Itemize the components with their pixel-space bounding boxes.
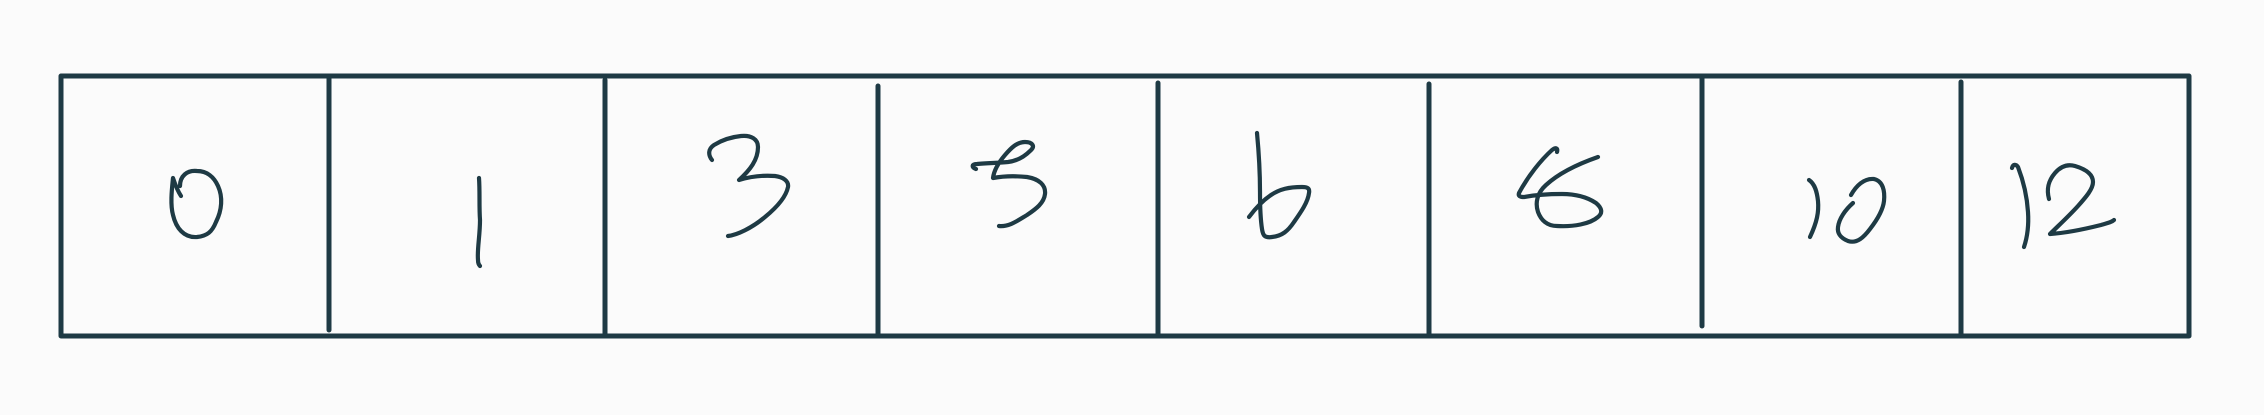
handwritten-digit	[1835, 176, 1887, 244]
handwritten-digit	[2045, 163, 2117, 237]
array-cell: 2	[707, 133, 791, 239]
array-cell: 3	[970, 139, 1048, 229]
array-cell: 1	[475, 175, 483, 269]
handwritten-digit	[2009, 162, 2031, 250]
array-cell: 4	[1246, 130, 1312, 240]
handwritten-digit	[970, 139, 1048, 229]
array-cell: 6	[1516, 146, 1604, 229]
handwritten-digit	[475, 175, 483, 269]
handwritten-digit	[169, 168, 224, 240]
handwritten-digit	[707, 133, 791, 239]
array-cell: 12	[2009, 162, 2117, 250]
array-cell: 10	[1806, 176, 1887, 244]
handwritten-digit	[1806, 177, 1821, 240]
handwritten-digit	[1246, 130, 1312, 240]
cell-dividers	[326, 75, 1964, 337]
array-cell: 0	[169, 168, 224, 240]
array-frame	[58, 73, 2192, 339]
handwritten-digit	[1516, 146, 1604, 229]
